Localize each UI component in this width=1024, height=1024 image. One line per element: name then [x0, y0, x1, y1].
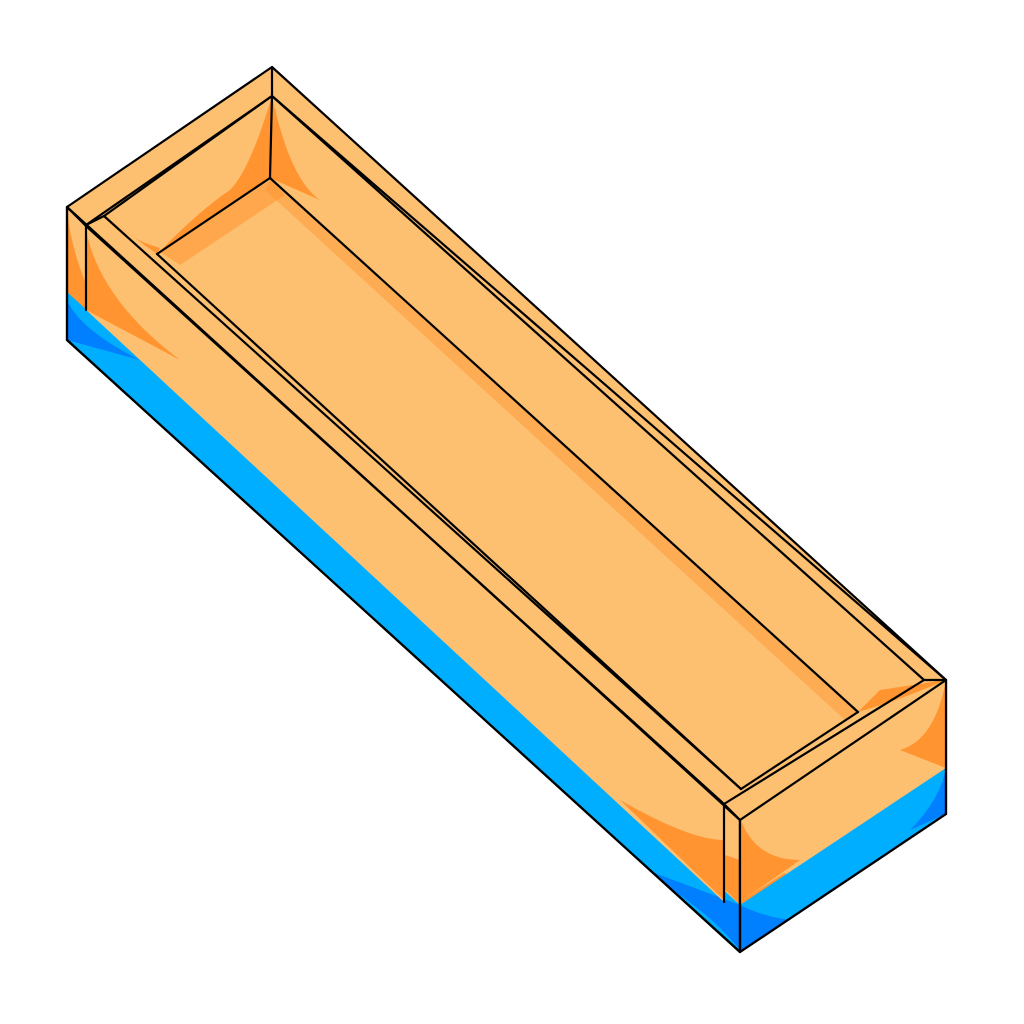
right-inner-wall [270, 96, 946, 712]
front-end-blue-shadow-left [740, 905, 800, 952]
front-end-blue-shadow-right [910, 768, 946, 830]
left-inner-face [86, 226, 724, 902]
front-end-blue-band [740, 768, 946, 952]
left-side-blue-band [67, 292, 740, 952]
front-inner-face [740, 680, 946, 902]
near-inner-wall [86, 226, 741, 804]
left-side-blue-shadow-end [620, 860, 740, 950]
left-side-blue-shadow-start [67, 300, 140, 360]
tray-floor [157, 178, 858, 789]
outline-strokes [65, 65, 948, 954]
back-inner-wall [104, 96, 272, 254]
